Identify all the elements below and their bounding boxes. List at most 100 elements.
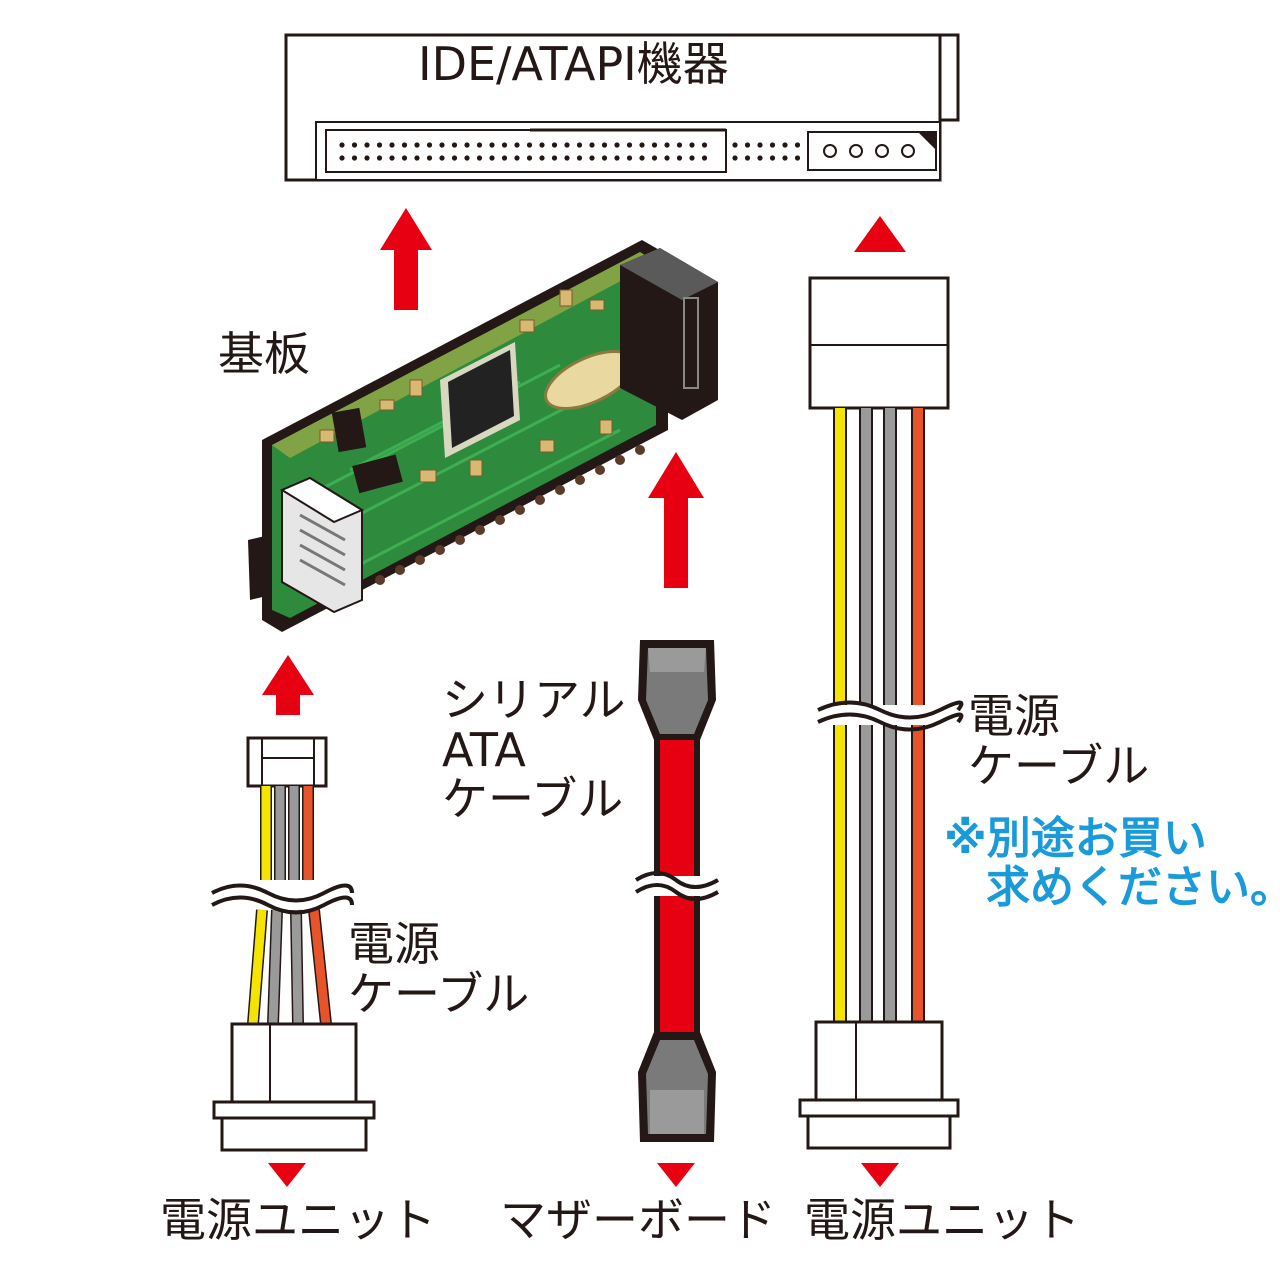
ide-connector-pins	[339, 142, 801, 161]
ide-pin	[426, 155, 433, 161]
ide-pin	[651, 142, 658, 148]
sata-cable-label-line1: シリアル	[442, 673, 626, 727]
ide-pin	[757, 155, 763, 161]
ide-pin	[701, 155, 708, 161]
ide-pin	[351, 155, 358, 161]
right-power-cable	[798, 276, 964, 1150]
ide-pin	[651, 155, 658, 161]
ide-pin	[551, 142, 558, 148]
ide-pin	[601, 142, 608, 148]
ide-pin	[539, 142, 545, 148]
device-title: IDE/ATAPI機器	[418, 37, 729, 91]
ide-pin	[451, 142, 458, 148]
arrow-sata-to-board	[648, 452, 704, 588]
ide-pin	[732, 155, 738, 161]
pcb-board	[248, 240, 718, 632]
board-power-header	[279, 476, 365, 614]
ide-pin	[614, 142, 620, 148]
ide-pin	[514, 155, 520, 161]
main-ic-chip	[440, 342, 520, 458]
ide-pin	[589, 155, 595, 161]
sata-cable-label: シリアル ATA ケーブル	[442, 673, 626, 827]
ide-pin	[744, 155, 751, 161]
ide-pin	[769, 142, 776, 148]
ide-pin	[389, 142, 395, 148]
ide-pin	[526, 142, 533, 148]
ide-pin	[794, 142, 801, 148]
sata-cable-label-line3: ケーブル	[442, 772, 624, 827]
ide-pin	[576, 142, 583, 148]
ide-pin	[626, 155, 633, 161]
ide-pin	[339, 142, 345, 148]
ide-pin	[426, 142, 433, 148]
destination-center: マザーボード	[500, 1193, 776, 1247]
ide-pin	[376, 142, 383, 148]
ide-pin	[664, 142, 670, 148]
left-power-cable-label-line1: 電源	[348, 917, 440, 971]
ide-pin	[564, 155, 570, 161]
ide-pin	[539, 155, 545, 161]
ide-pin	[476, 142, 483, 148]
arrow-down-center	[657, 1163, 695, 1187]
ide-pin	[351, 142, 358, 148]
ide-pin	[576, 155, 583, 161]
sata-cable	[634, 640, 720, 1142]
ide-pin	[489, 142, 495, 148]
ide-pin	[514, 142, 520, 148]
destination-left: 電源ユニット	[160, 1193, 436, 1247]
ide-pin	[769, 155, 776, 161]
board-sata-connector	[620, 248, 718, 420]
ide-pin	[794, 155, 801, 161]
destination-right: 電源ユニット	[804, 1193, 1080, 1247]
ide-pin	[451, 155, 458, 161]
left-molex-connector	[230, 1022, 358, 1104]
ide-pin	[676, 142, 683, 148]
ide-pin	[364, 142, 370, 148]
arrow-down-right	[861, 1163, 899, 1187]
ide-pin	[551, 155, 558, 161]
ide-pin	[439, 142, 445, 148]
arrow-board-to-device	[380, 208, 432, 310]
right-power-cable-label: 電源 ケーブル	[968, 691, 1150, 793]
ide-pin	[414, 155, 420, 161]
ide-pin	[782, 155, 788, 161]
right-power-cable-label-line2: ケーブル	[968, 738, 1150, 793]
ide-pin	[376, 155, 383, 161]
ide-pin	[414, 142, 420, 148]
ide-pin	[339, 155, 345, 161]
ide-pin	[401, 142, 408, 148]
ide-pin	[676, 155, 683, 161]
purchase-note-line2: 求めください。	[986, 862, 1280, 914]
ide-pin	[732, 142, 738, 148]
ide-pin	[782, 142, 788, 148]
ide-pin	[489, 155, 495, 161]
ide-pin	[689, 155, 695, 161]
ide-atapi-device	[284, 33, 960, 182]
ide-pin	[664, 155, 670, 161]
left-power-cable-label-line2: ケーブル	[348, 966, 530, 1021]
left-power-cable	[211, 736, 376, 1152]
device-power-connector	[807, 131, 937, 171]
ide-pin	[639, 142, 645, 148]
ide-pin	[501, 142, 508, 148]
purchase-note: ※別途お買い 求めください。	[944, 814, 1280, 913]
arrow-down-left	[268, 1163, 306, 1187]
ide-pin	[589, 142, 595, 148]
ide-connector	[325, 129, 727, 173]
ide-pin	[564, 142, 570, 148]
arrows	[262, 208, 906, 1187]
ide-pin	[401, 155, 408, 161]
ide-pin	[757, 142, 763, 148]
ide-pin	[601, 155, 608, 161]
ide-pin	[701, 142, 708, 148]
ide-pin	[389, 155, 395, 161]
ide-pin	[439, 155, 445, 161]
ide-pin	[476, 155, 483, 161]
ide-pin	[526, 155, 533, 161]
left-power-cable-label: 電源 ケーブル	[348, 917, 530, 1021]
board-label: 基板	[218, 327, 310, 381]
ide-pin	[689, 142, 695, 148]
ide-pin	[501, 155, 508, 161]
ide-pin	[626, 142, 633, 148]
